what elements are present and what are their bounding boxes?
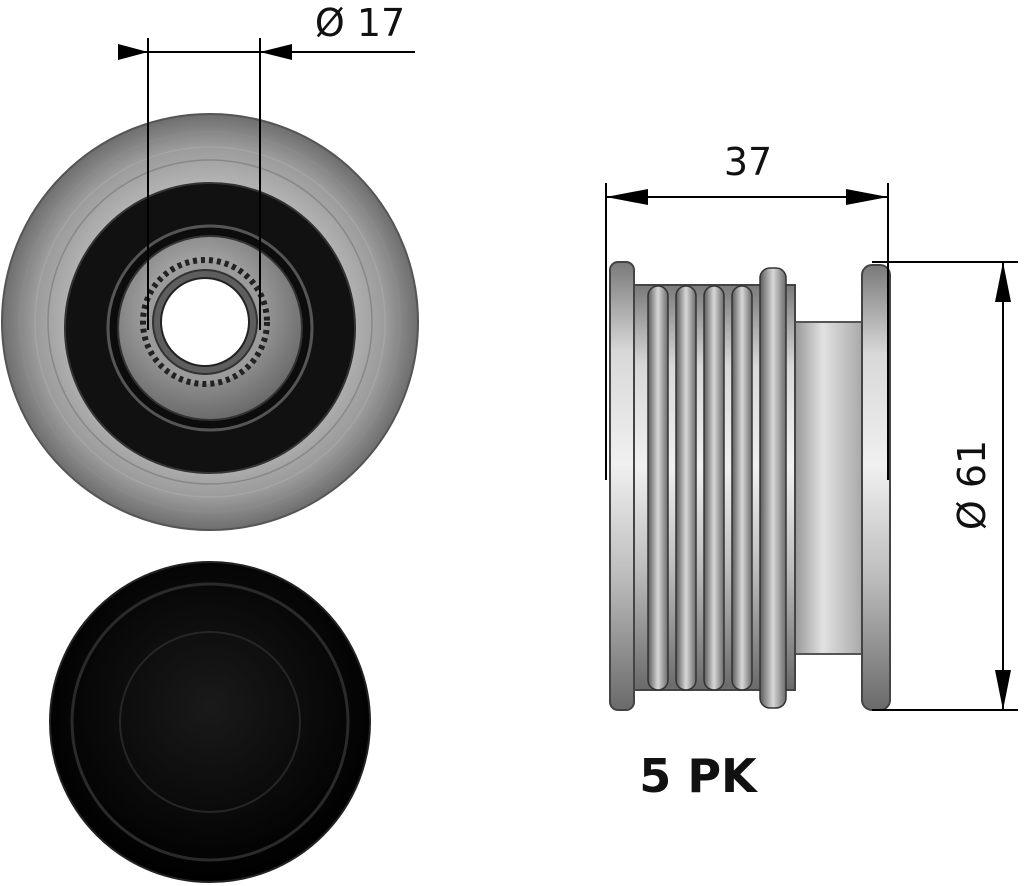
- hub-body: [789, 321, 873, 655]
- pulley-groove-ring: [34, 146, 386, 498]
- arrow-head: [846, 189, 888, 205]
- arrow-head: [606, 189, 648, 205]
- cap-ring: [119, 631, 301, 813]
- rib: [647, 285, 669, 691]
- rib: [703, 285, 725, 691]
- width-dimension: 37: [605, 140, 889, 480]
- rib: [731, 285, 753, 691]
- outer-diameter-label: Ø 61: [950, 440, 994, 530]
- arrow-head: [995, 670, 1011, 710]
- right-flange: [861, 264, 891, 711]
- width-label: 37: [724, 140, 772, 184]
- belt-profile-label: 5 PK: [639, 749, 759, 803]
- pulley-front-view: [1, 113, 419, 531]
- pulley-groove-ring: [19, 131, 401, 513]
- cap-outer: [49, 561, 371, 883]
- pulley-side-view: [609, 261, 891, 711]
- arrow-head: [260, 44, 292, 60]
- bore-diameter-dimension: Ø 17: [118, 1, 415, 330]
- arrow-head: [995, 262, 1011, 302]
- bore-hole: [160, 277, 250, 367]
- arrow-head: [118, 44, 148, 60]
- bore-diameter-label: Ø 17: [315, 1, 405, 45]
- dust-cap: [49, 561, 371, 883]
- outer-diameter-dimension: Ø 61: [872, 261, 1018, 711]
- left-flange: [609, 261, 635, 711]
- rib: [675, 285, 697, 691]
- cap-ring: [70, 582, 350, 862]
- rib: [759, 267, 787, 709]
- pulley-groove-ring: [47, 159, 373, 485]
